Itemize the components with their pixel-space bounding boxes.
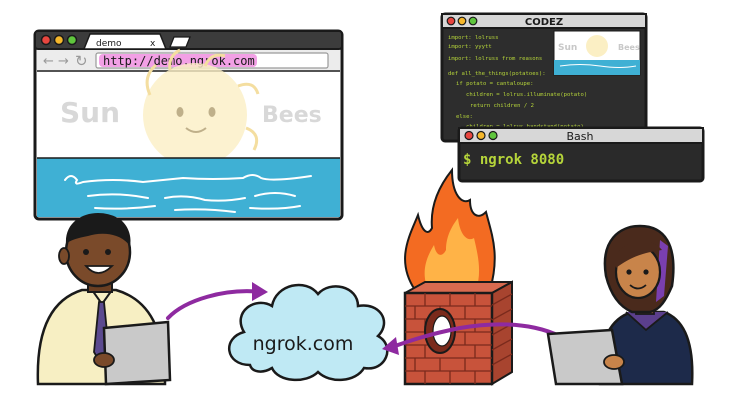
code-editor-window: CODEZ import: lolruss import: yyytt impo… <box>440 12 648 143</box>
back-arrow-icon[interactable]: ← <box>43 54 54 69</box>
browser-tab-close-icon[interactable]: x <box>150 39 156 49</box>
editor-title: CODEZ <box>525 17 563 28</box>
sea-banner <box>37 158 340 217</box>
browser-minimize-button[interactable] <box>53 34 65 46</box>
cloud-label: ngrok.com <box>253 333 354 355</box>
arrow-laptop-to-cloud <box>166 289 264 320</box>
site-title-left: Sun <box>60 96 120 129</box>
wave-lines <box>64 174 312 213</box>
code-line: import: lolruss from reasons <box>448 56 542 62</box>
firewall-cube <box>403 280 513 386</box>
browser-maximize-button[interactable] <box>66 34 78 46</box>
url-text: http://demo.ngrok.com <box>103 54 255 68</box>
reload-icon[interactable]: ↻ <box>75 52 88 70</box>
code-line: if potato = cantaloupe: <box>456 81 533 87</box>
editor-close-button[interactable] <box>446 16 456 26</box>
editor-maximize-button[interactable] <box>468 16 478 26</box>
code-line: import: lolruss <box>448 35 499 41</box>
browser-tab[interactable] <box>82 33 168 50</box>
browser-window: demo x ← → ↻ http://demo.ngrok.com Sun B… <box>33 29 344 221</box>
ngrok-cloud: ngrok.com <box>227 283 389 381</box>
browser-close-button[interactable] <box>40 34 52 46</box>
code-line: children = lolrus.illuminate(potato) <box>466 92 587 98</box>
terminal-window: Bash $ ngrok 8080 <box>457 126 705 183</box>
forward-arrow-icon[interactable]: → <box>58 54 69 69</box>
laptop-right <box>546 328 624 386</box>
editor-minimize-button[interactable] <box>457 16 467 26</box>
new-tab-button[interactable] <box>169 36 191 48</box>
laptop-left <box>102 320 172 386</box>
terminal-minimize-button[interactable] <box>476 130 486 141</box>
terminal-command: $ ngrok 8080 <box>463 152 564 168</box>
terminal-maximize-button[interactable] <box>488 130 498 141</box>
person-right <box>546 224 694 386</box>
browser-tab-label: demo <box>96 39 122 49</box>
preview-title-right: Bees <box>618 43 640 52</box>
person-left <box>36 213 172 386</box>
arrow-head-icon <box>252 282 268 301</box>
flame-icon <box>404 167 496 291</box>
preview-title-left: Sun <box>558 43 577 53</box>
arrow-head-icon <box>382 337 399 355</box>
url-highlight <box>99 54 257 67</box>
terminal-close-button[interactable] <box>464 130 474 141</box>
sun-bee-mascot-icon <box>143 48 260 167</box>
site-title-right: Bees <box>262 103 322 128</box>
terminal-title: Bash <box>567 130 594 143</box>
code-line: def all_the_things(potatoes): <box>448 71 546 77</box>
code-line: import: yyytt <box>448 44 492 50</box>
code-line: else: <box>456 114 473 120</box>
code-line: return children / 2 <box>470 103 534 109</box>
